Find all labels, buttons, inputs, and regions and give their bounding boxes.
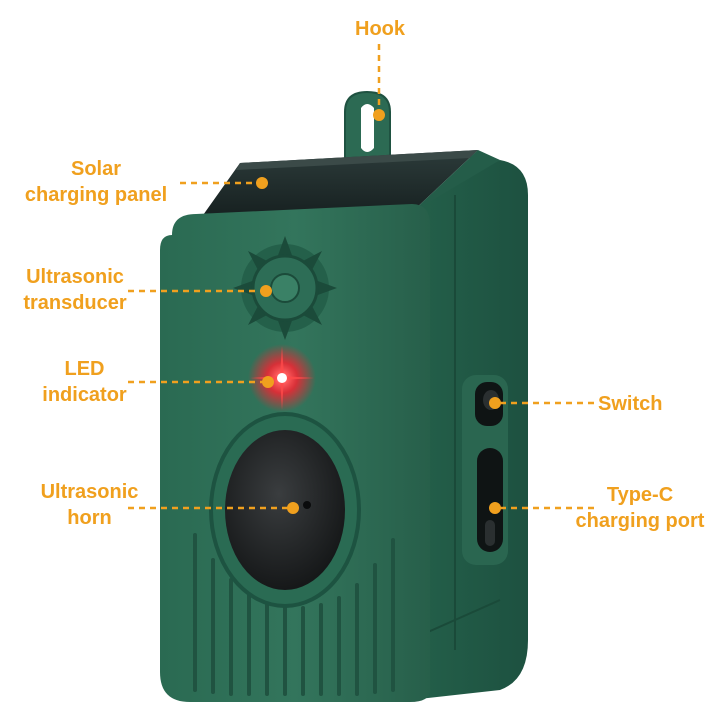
callout-switch: Switch	[598, 393, 663, 415]
callout-led-indicator: LED indicator	[42, 358, 127, 406]
leader-lines	[128, 44, 595, 510]
ultrasonic-transducer	[233, 236, 337, 340]
led-indicator	[248, 344, 316, 412]
callout-solar-charging-panel: Solar charging panel	[24, 158, 168, 206]
callout-ultrasonic-horn: Ultrasonic horn	[40, 481, 139, 529]
callout-type-c-charging-port: Type-C charging port	[575, 484, 705, 532]
ultrasonic-horn	[209, 412, 361, 608]
leader-dots	[256, 109, 501, 514]
callout-hook: Hook	[355, 18, 405, 40]
callout-ultrasonic-transducer: Ultrasonic transducer	[23, 266, 127, 314]
device-side	[409, 160, 528, 700]
type-c-charging-port[interactable]	[477, 448, 503, 552]
